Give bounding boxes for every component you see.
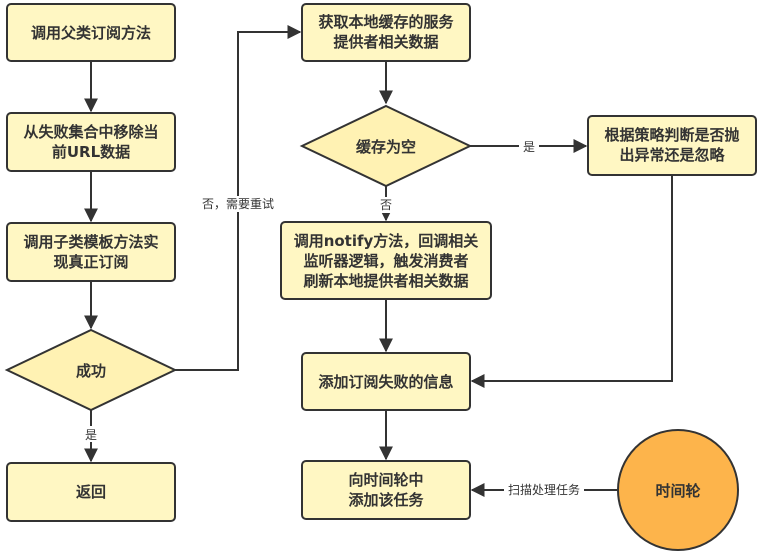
node-policy-decide: 根据策略判断是否抛 出异常还是忽略 (587, 115, 757, 176)
node-label-line1: 从失败集合中移除当 (23, 123, 158, 141)
node-label-line2: 出异常还是忽略 (619, 146, 725, 164)
node-label-line1: 获取本地缓存的服务 (318, 13, 454, 31)
edge-labels: 是 否，需要重试 是 否 扫描处理任务 (82, 139, 584, 498)
node-label: 添加订阅失败的信息 (318, 373, 453, 391)
decision-success: 成功 (4, 328, 178, 412)
edge-label-retry: 否，需要重试 (202, 196, 274, 211)
node-label-line1: 根据策略判断是否抛 (604, 126, 739, 144)
node-label-line2: 现真正订阅 (53, 253, 128, 271)
node-call-notify: 调用notify方法，回调相关 监听器逻辑，触发消费者 刷新本地提供者相关数据 (280, 221, 492, 300)
decision-cache-empty: 缓存为空 (299, 104, 473, 188)
node-call-parent-subscribe: 调用父类订阅方法 (6, 3, 176, 62)
node-return: 返回 (6, 462, 176, 522)
node-label-line2: 提供者相关数据 (333, 33, 438, 51)
node-label-line3: 刷新本地提供者相关数据 (303, 272, 468, 290)
node-label: 返回 (76, 483, 106, 501)
node-label-line2: 前URL数据 (52, 143, 130, 161)
decision-label: 成功 (76, 362, 106, 380)
edge-label-success-yes: 是 (85, 428, 97, 442)
time-wheel-circle (617, 429, 739, 551)
edge-policy-to-add-failed (470, 175, 673, 388)
edge-label-scan: 扫描处理任务 (508, 482, 580, 497)
node-label-line1: 向时间轮中 (348, 471, 423, 489)
node-label: 时间轮 (655, 482, 700, 500)
node-label-line1: 调用notify方法，回调相关 (294, 232, 479, 250)
node-add-failed-subscribe: 添加订阅失败的信息 (301, 352, 471, 411)
decision-label: 缓存为空 (356, 138, 416, 156)
node-get-local-cache: 获取本地缓存的服务 提供者相关数据 (301, 3, 471, 62)
edge-label-empty-yes: 是 (523, 140, 535, 154)
node-label-line2: 添加该任务 (348, 491, 424, 509)
node-label-line2: 监听器逻辑，触发消费者 (303, 252, 468, 270)
node-time-wheel: 时间轮 (617, 429, 739, 551)
node-call-child-template: 调用子类模板方法实 现真正订阅 (6, 222, 176, 282)
edge-label-empty-no: 否 (380, 198, 392, 212)
node-label-line1: 调用子类模板方法实 (23, 233, 158, 251)
node-label: 调用父类订阅方法 (31, 24, 151, 42)
node-remove-from-failed: 从失败集合中移除当 前URL数据 (6, 112, 176, 172)
node-add-to-time-wheel: 向时间轮中 添加该任务 (301, 460, 471, 520)
